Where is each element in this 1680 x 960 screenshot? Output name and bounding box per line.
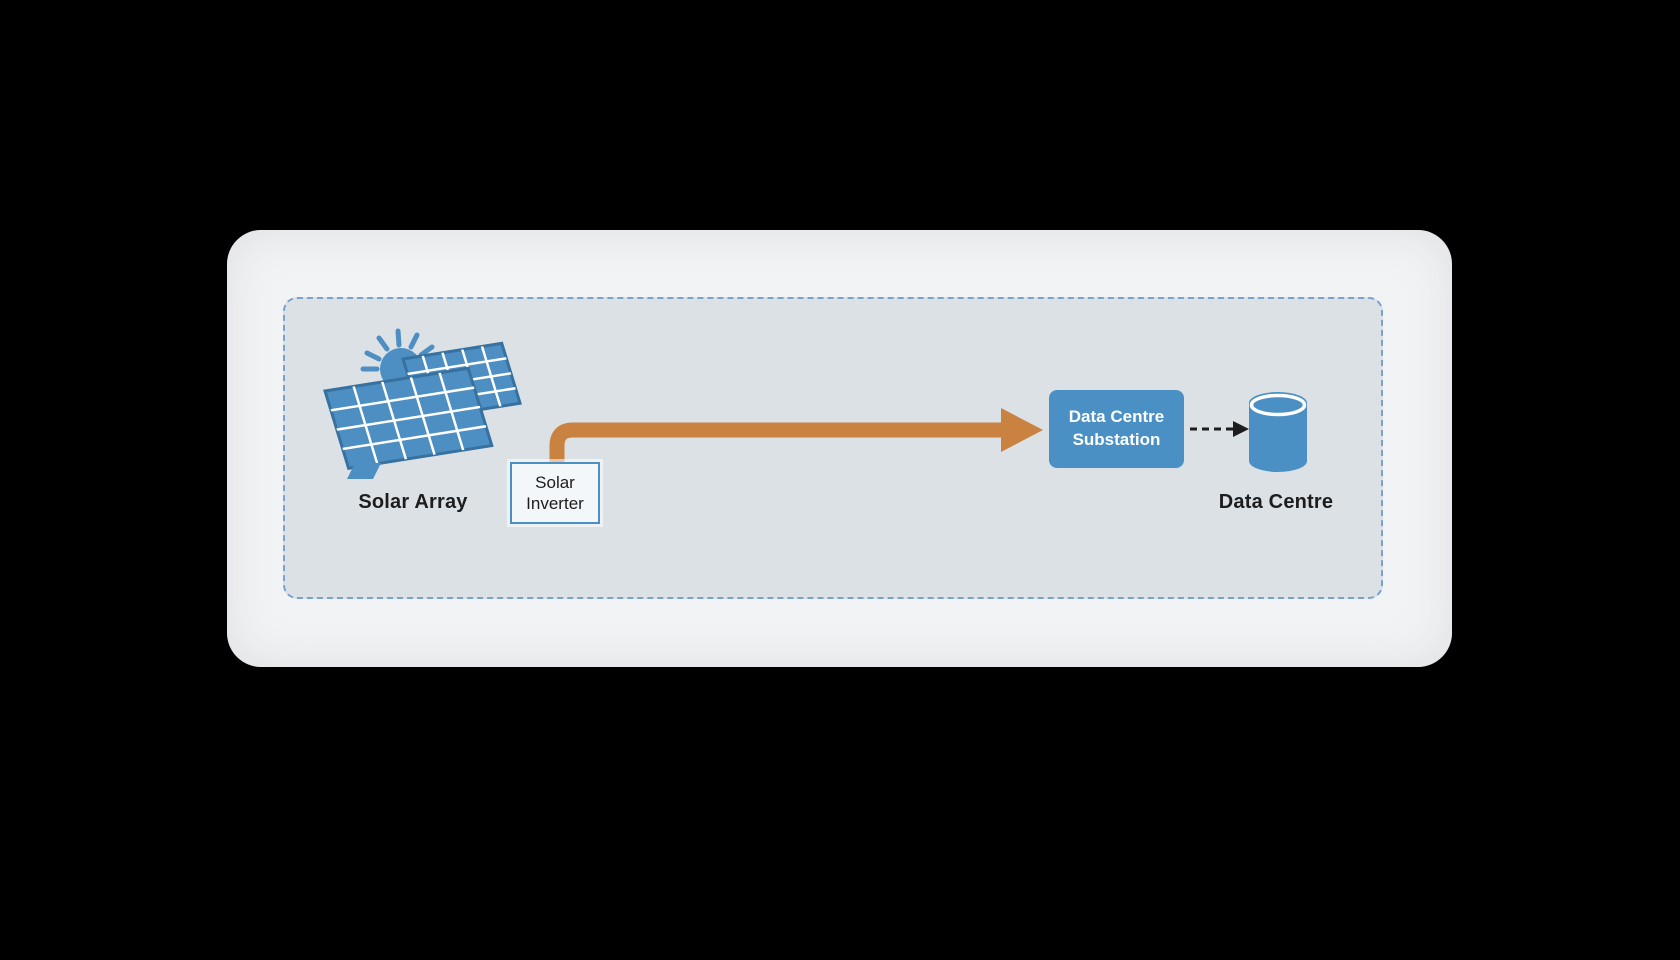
- diagram-card: Solar Array Solar Inverter Data Centre S…: [227, 230, 1452, 667]
- solar-inverter-node: Solar Inverter: [510, 462, 600, 524]
- solar-inverter-label: Solar Inverter: [526, 472, 584, 513]
- database-cylinder-icon: [1249, 392, 1307, 472]
- dashed-flow-arrow: [1190, 421, 1249, 437]
- solar-array-label: Solar Array: [358, 491, 468, 513]
- substation-node: Data Centre Substation: [1049, 390, 1184, 468]
- orange-power-arrow: [549, 408, 1043, 462]
- substation-label: Data Centre Substation: [1068, 407, 1165, 449]
- solar-array-icon: [323, 328, 522, 479]
- system-boundary-panel: Solar Array Solar Inverter Data Centre S…: [283, 297, 1383, 599]
- panel-stand-foot: [347, 463, 381, 479]
- solar-panel-front: [323, 366, 494, 470]
- data-centre-label: Data Centre: [1218, 491, 1334, 513]
